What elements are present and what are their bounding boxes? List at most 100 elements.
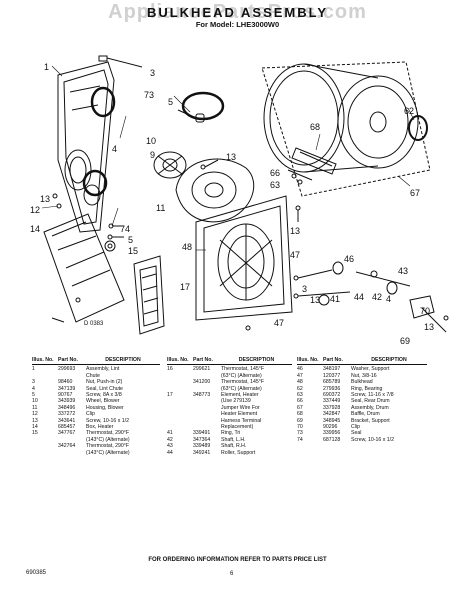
callout-11: 11 — [156, 203, 165, 213]
seal-lint-chute — [82, 169, 108, 197]
callout-67: 67 — [410, 188, 420, 198]
illus-no-cell: 46 — [297, 366, 303, 373]
rear-drum-seal — [287, 169, 313, 185]
part-no-cell: 339489 — [193, 443, 211, 450]
table-row: Chute — [32, 373, 160, 379]
part-no-cell: 349241 — [193, 449, 211, 456]
description-cell: (63°C) (Alternate) — [221, 372, 262, 379]
diagram-code: D 0383 — [84, 321, 104, 327]
description-cell: Roller, Support — [221, 449, 256, 456]
description-cell: Bracket, Support — [351, 417, 390, 424]
screws-left — [52, 193, 124, 240]
callout-5: 5 — [168, 97, 173, 107]
bearing-ring — [408, 115, 428, 141]
header-description: DESCRIPTION — [238, 357, 275, 363]
part-no-cell: 120377 — [323, 372, 341, 379]
description-cell: Assembly, Lint — [86, 366, 120, 373]
part-no-cell: 337272 — [58, 411, 76, 418]
part-no-cell: 98460 — [58, 379, 73, 386]
seal-73 — [90, 86, 116, 118]
callout-13d: 13 — [310, 295, 320, 305]
part-no-cell: 279936 — [323, 385, 341, 392]
callout-layer: 3 73 5 4 1 13 12 74 5 15 14 10 9 13 11 4… — [30, 62, 434, 346]
seal-ring-top — [181, 91, 225, 121]
support-rollers — [293, 261, 447, 333]
description-cell: Jumper Wire For — [221, 404, 260, 411]
illus-no-cell: 43 — [167, 443, 173, 450]
description-cell: Replacement) — [221, 424, 254, 431]
illus-no-cell: 70 — [297, 424, 303, 431]
table-header: Illus. No. Part No. DESCRIPTION — [167, 357, 292, 366]
callout-42: 42 — [372, 292, 382, 302]
table-row: Heater Element — [167, 411, 292, 417]
illus-no-cell: 5 — [32, 392, 35, 399]
leader-lines — [41, 65, 415, 251]
part-no-cell: 339956 — [323, 430, 341, 437]
callout-10: 10 — [146, 136, 156, 146]
illus-no-cell: 69 — [297, 417, 303, 424]
callout-13b: 13 — [226, 152, 236, 162]
callout-4: 4 — [112, 144, 117, 154]
header-illus-no: Illus. No. — [167, 357, 189, 363]
part-no-cell: 347364 — [193, 436, 211, 443]
description-cell: Ring, Bearing — [351, 385, 383, 392]
heater-box — [43, 213, 125, 323]
description-cell: Heater Element — [221, 411, 258, 418]
callout-48: 48 — [182, 242, 192, 252]
page-code: 690385 — [26, 570, 47, 576]
callout-17: 17 — [180, 282, 190, 292]
description-cell: Clip — [351, 424, 360, 431]
part-no-cell: 343641 — [58, 417, 76, 424]
description-cell: Thermostat, 290°F — [86, 443, 130, 450]
header-description: DESCRIPTION — [105, 357, 141, 363]
description-cell: Housing, Blower — [86, 404, 124, 411]
table-row: (63°C) (Alternate) — [167, 386, 292, 392]
description-cell: (Use 279139 — [221, 398, 251, 405]
callout-3b: 3 — [302, 284, 307, 294]
illus-no-cell: 68 — [297, 411, 303, 418]
description-cell: Thermostat, 145°F — [221, 379, 265, 386]
drum-assembly — [261, 61, 431, 197]
illus-no-cell: 63 — [297, 392, 303, 399]
page-title: BULKHEAD ASSEMBLY — [146, 5, 329, 20]
description-cell: Ring, Tri — [221, 430, 241, 437]
description-cell: Thermostat, 145°F — [221, 366, 265, 373]
header-part-no: Part No. — [193, 357, 213, 363]
description-cell: Clip — [86, 411, 95, 418]
lint-chute-assembly — [57, 61, 115, 233]
table-row: (Use 279139 — [167, 398, 292, 404]
callout-68: 68 — [310, 122, 320, 132]
callout-63: 63 — [270, 180, 280, 190]
table-header: Illus. No. Part No. DESCRIPTION — [297, 357, 427, 366]
part-no-cell: 90767 — [58, 392, 73, 399]
model-line: For Model: LHE3000W0 — [195, 20, 280, 29]
illus-no-cell: 42 — [167, 436, 173, 443]
callout-12: 12 — [30, 205, 40, 215]
description-cell: Baffle, Drum — [351, 411, 380, 418]
description-cell: Harness Terminal — [221, 417, 262, 424]
illus-no-cell: 14 — [32, 424, 38, 431]
description-cell: Nut, Push-in (2) — [86, 379, 123, 386]
part-no-cell — [58, 450, 86, 456]
callout-5b: 5 — [128, 235, 133, 245]
callout-3: 3 — [150, 68, 155, 78]
callout-13: 13 — [40, 194, 50, 204]
part-no-cell: 299621 — [193, 366, 211, 373]
bulkhead-panel — [195, 195, 293, 321]
